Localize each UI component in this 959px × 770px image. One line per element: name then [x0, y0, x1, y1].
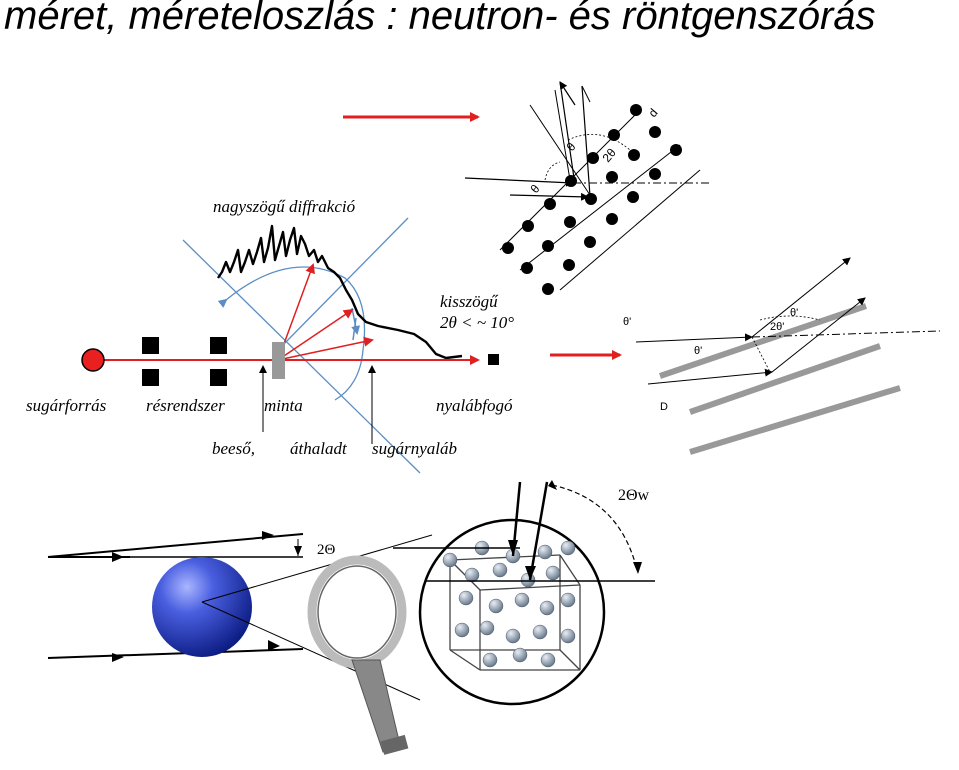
label-sample: minta: [264, 396, 303, 415]
radiation-source: [81, 348, 105, 372]
label-beamstop: nyalábfogó: [436, 396, 513, 415]
slit-block: [142, 337, 159, 354]
label-small-angle: kisszögű: [440, 292, 498, 311]
magnifier-icon: [307, 555, 409, 755]
slit-block: [142, 369, 159, 386]
layer-d: D: [660, 401, 668, 413]
beamstop: [488, 354, 499, 365]
layer-two-theta: 2θ': [770, 321, 784, 333]
crystal-lattice: θ θ 2θ d: [464, 81, 710, 295]
slide-title: méret, méreteloszlás : neutron- és röntg…: [4, 0, 876, 38]
crystal-zoom-circle: [418, 518, 606, 706]
lattice-theta-b: θ: [564, 140, 579, 154]
layer-theta-b: θ': [623, 316, 631, 328]
layer-theta-a: θ': [694, 345, 702, 357]
label-beams-1: beeső,: [212, 439, 255, 458]
label-small-angle-condition: 2θ < ~ 10°: [440, 313, 515, 332]
scattering-setup: [81, 217, 499, 474]
lattice-d: d: [646, 106, 661, 120]
sample: [272, 342, 285, 379]
bottom-two-theta-w: 2Θw: [618, 487, 650, 504]
label-source: sugárforrás: [26, 396, 107, 415]
layered-structure: θ' θ' 2θ' θ' D: [623, 257, 941, 455]
label-beams-2: áthaladt: [290, 439, 347, 458]
label-high-angle: nagyszögű diffrakció: [213, 197, 356, 216]
bottom-two-theta: 2Θ: [317, 542, 336, 558]
label-beams-3: sugárnyaláb: [372, 439, 457, 458]
layer-theta-c: θ': [790, 307, 798, 319]
diffraction-pattern: [217, 224, 463, 360]
slit-block: [210, 369, 227, 386]
slit-block: [210, 337, 227, 354]
lattice-theta-a: θ: [528, 182, 543, 196]
label-slits: résrendszer: [146, 396, 225, 415]
lattice-two-theta: 2θ: [600, 145, 620, 164]
bottom-illustration: 2Θ: [47, 480, 655, 755]
nanoparticle-sphere: [152, 557, 252, 657]
